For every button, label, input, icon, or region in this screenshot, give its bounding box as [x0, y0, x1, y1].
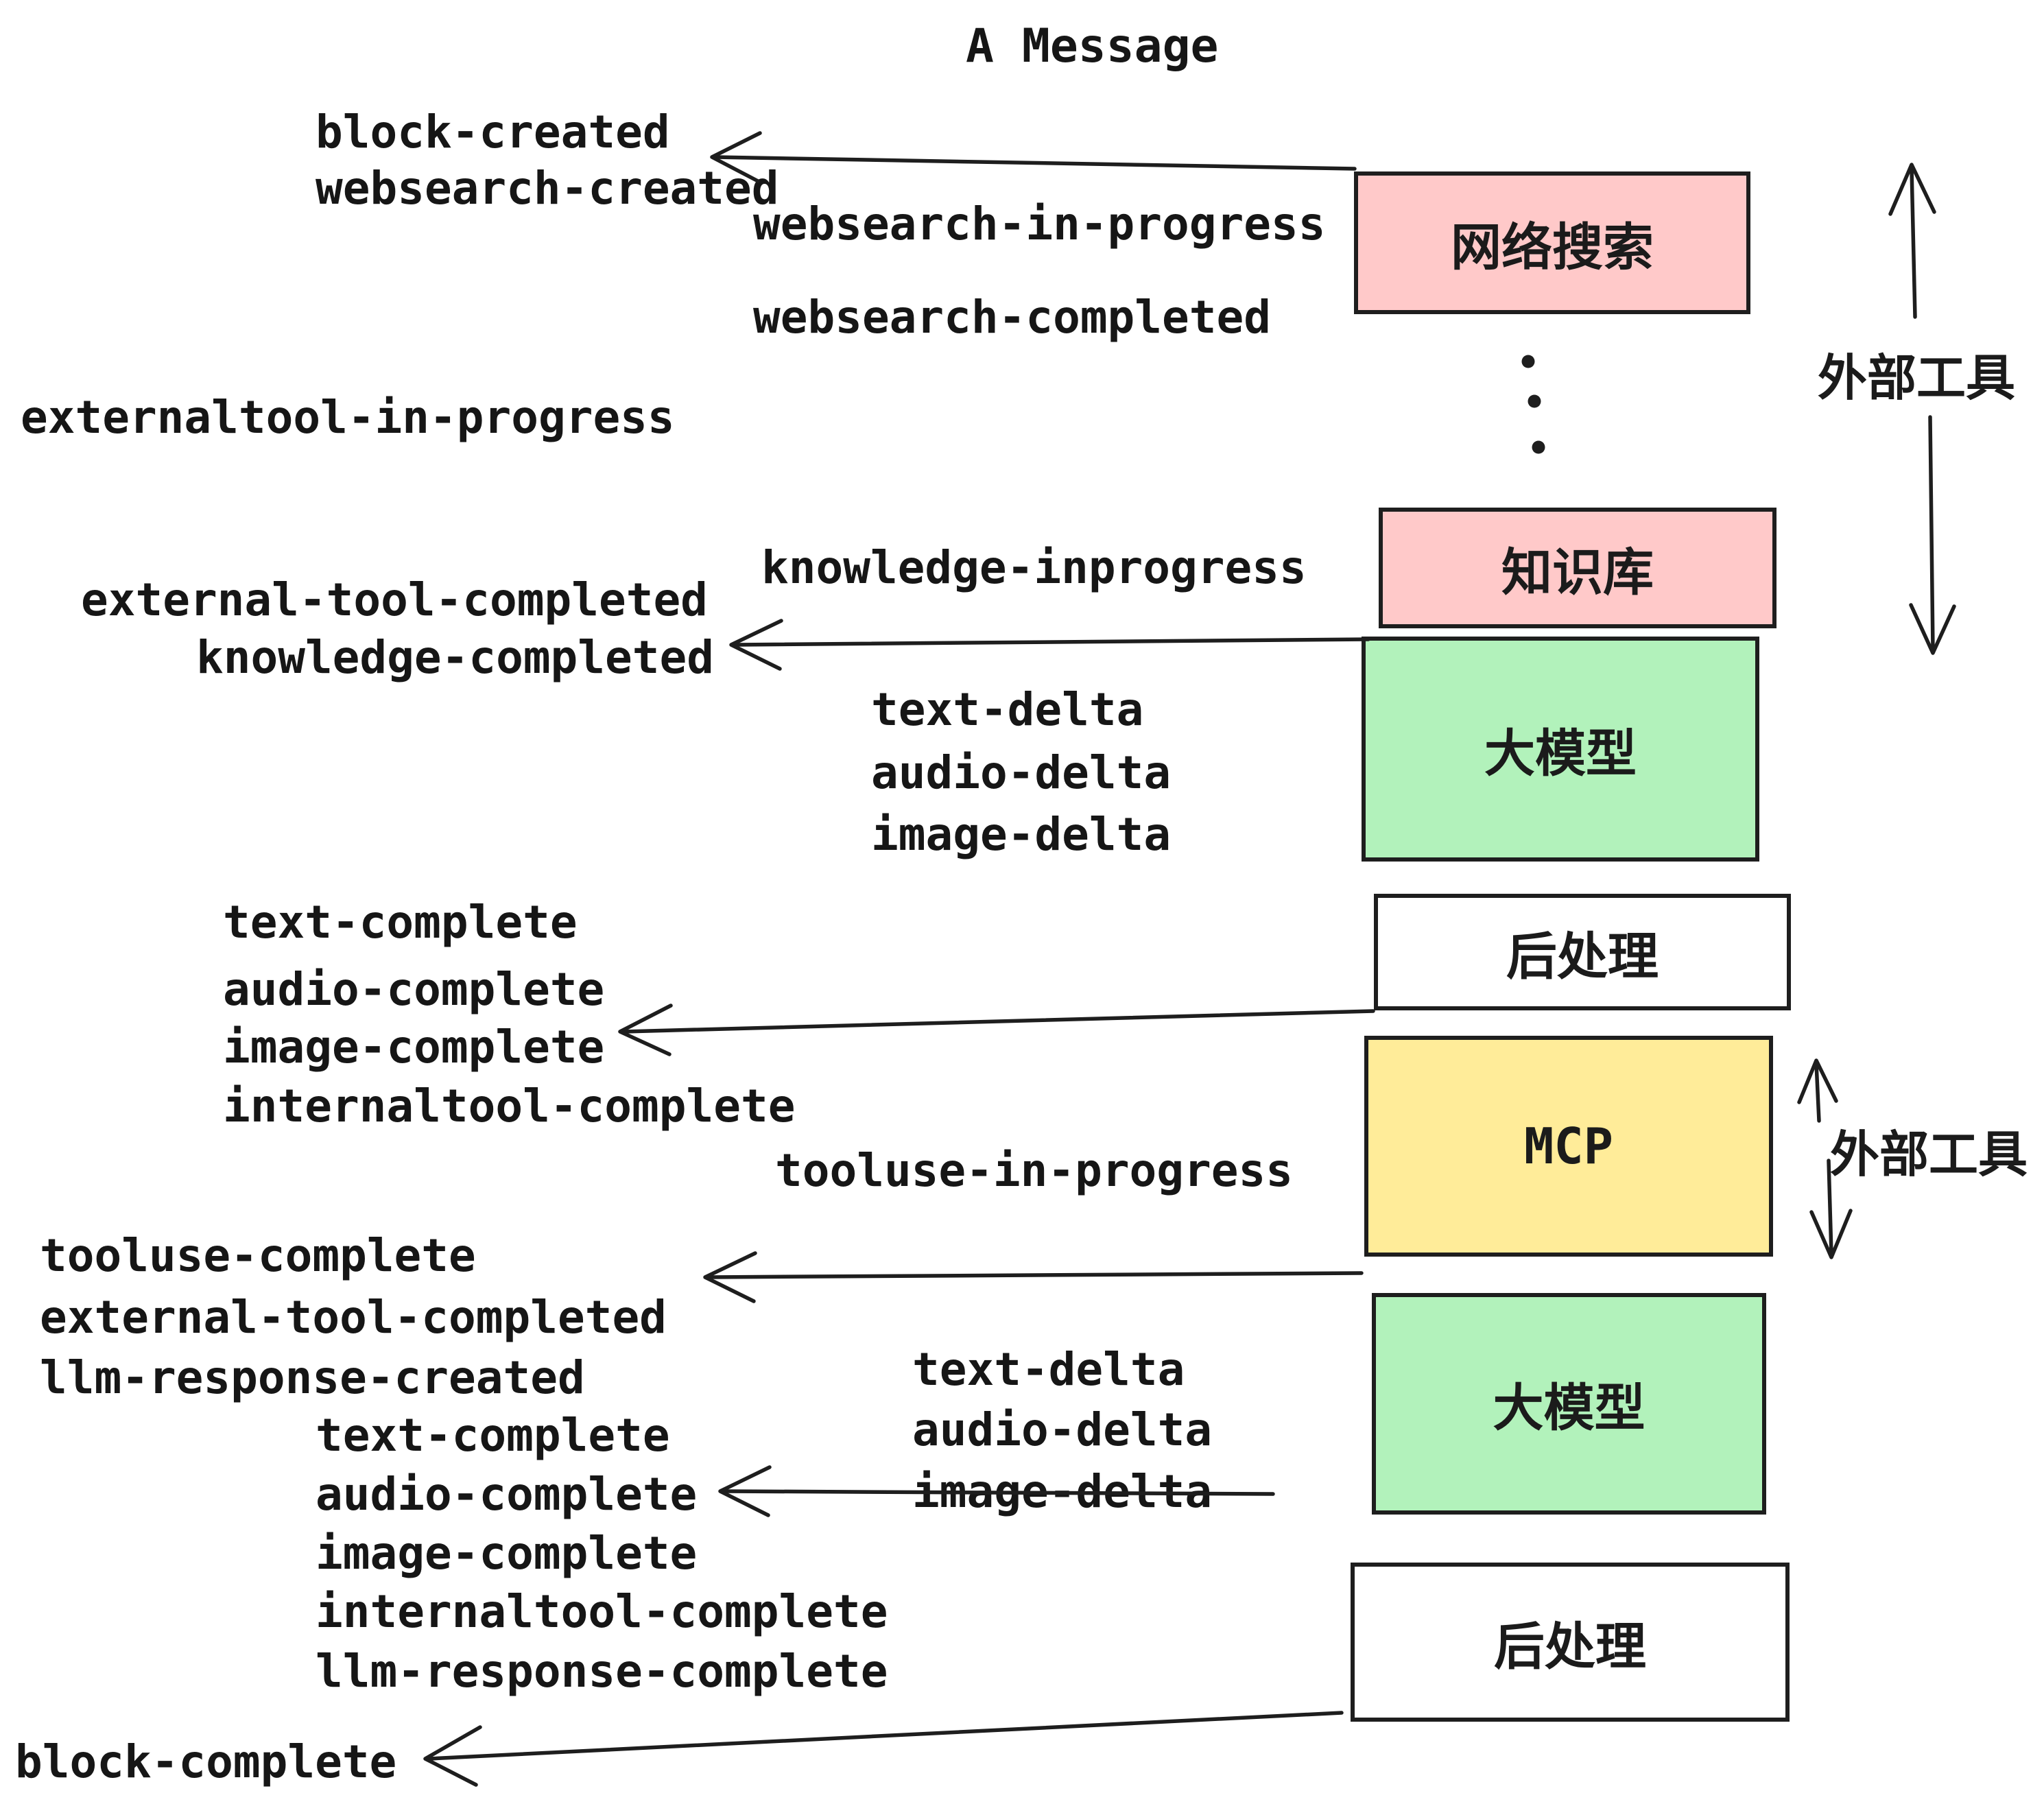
- node-postprocess-1-label: 后处理: [1506, 927, 1659, 986]
- external-tools-1-up-arrow: [1888, 163, 1936, 319]
- node-knowledge-base: 知识库: [1379, 508, 1776, 628]
- event-label-block-complete: block-complete: [15, 1735, 397, 1788]
- node-llm-2-label: 大模型: [1493, 1379, 1645, 1438]
- arrow-postprocess1-to-complete-list: [618, 1004, 1375, 1056]
- event-label-internaltool-complete: internaltool-complete: [223, 1080, 796, 1132]
- vertical-ellipsis-icon: [1521, 355, 1545, 454]
- external-tools-1-down-arrow: [1909, 415, 1956, 655]
- event-label-text-delta-2: text-delta: [912, 1343, 1185, 1396]
- event-label-websearch-created: websearch-created: [316, 162, 779, 215]
- event-label-image-complete-2: image-complete: [316, 1527, 698, 1580]
- event-label-tooluse-in-progress: tooluse-in-progress: [775, 1144, 1293, 1197]
- event-label-llm-response-created: llm-response-created: [40, 1351, 585, 1404]
- event-label-text-delta: text-delta: [871, 683, 1144, 736]
- event-label-image-complete: image-complete: [223, 1021, 605, 1073]
- node-llm-1: 大模型: [1362, 637, 1759, 862]
- event-label-external-tool-completed: external-tool-completed: [81, 573, 708, 626]
- node-mcp-label: MCP: [1523, 1117, 1614, 1175]
- event-label-knowledge-completed: knowledge-completed: [196, 631, 714, 684]
- event-label-audio-delta-2: audio-delta: [912, 1403, 1213, 1456]
- event-label-websearch-in-progress: websearch-in-progress: [753, 198, 1326, 250]
- side-label-external-tools-1: 外部工具: [1818, 349, 2016, 407]
- event-label-tooluse-complete: tooluse-complete: [40, 1229, 476, 1282]
- event-label-websearch-completed: websearch-completed: [753, 291, 1271, 344]
- node-postprocess-2-label: 后处理: [1494, 1617, 1646, 1676]
- event-label-audio-delta: audio-delta: [871, 746, 1172, 799]
- event-label-text-complete: text-complete: [223, 896, 578, 949]
- arrow-knowledge-to-completed: [729, 619, 1370, 671]
- event-label-image-delta: image-delta: [871, 808, 1172, 861]
- node-knowledge-base-label: 知识库: [1501, 543, 1654, 602]
- event-label-llm-response-complete: llm-response-complete: [316, 1645, 888, 1698]
- node-mcp: MCP: [1364, 1036, 1773, 1257]
- side-label-external-tools-2: 外部工具: [1830, 1126, 2028, 1183]
- diagram-title: A Message: [966, 19, 1219, 73]
- event-label-text-complete-2: text-complete: [316, 1409, 670, 1462]
- node-postprocess-1: 后处理: [1374, 894, 1791, 1010]
- event-label-internaltool-complete-2: internaltool-complete: [316, 1585, 888, 1638]
- node-llm-1-label: 大模型: [1484, 724, 1637, 783]
- event-label-externaltool-in-progress: externaltool-in-progress: [21, 391, 675, 444]
- external-tools-2-up-arrow: [1797, 1058, 1838, 1123]
- event-label-audio-complete: audio-complete: [223, 963, 605, 1016]
- node-llm-2: 大模型: [1372, 1293, 1766, 1515]
- node-postprocess-2: 后处理: [1351, 1563, 1790, 1722]
- arrow-websearch-to-created: [710, 131, 1357, 183]
- node-websearch: 网络搜索: [1354, 171, 1750, 314]
- event-label-knowledge-inprogress: knowledge-inprogress: [761, 541, 1307, 594]
- event-label-audio-complete-2: audio-complete: [316, 1468, 698, 1521]
- event-label-image-delta-2: image-delta: [912, 1465, 1213, 1518]
- event-label-external-tool-completed-2: external-tool-completed: [40, 1291, 667, 1344]
- event-label-block-created: block-created: [316, 106, 670, 158]
- node-websearch-label: 网络搜索: [1451, 217, 1654, 277]
- arrow-mcp-to-tooluse-complete: [703, 1251, 1364, 1303]
- arrow-postprocess2-to-block-complete: [423, 1711, 1344, 1787]
